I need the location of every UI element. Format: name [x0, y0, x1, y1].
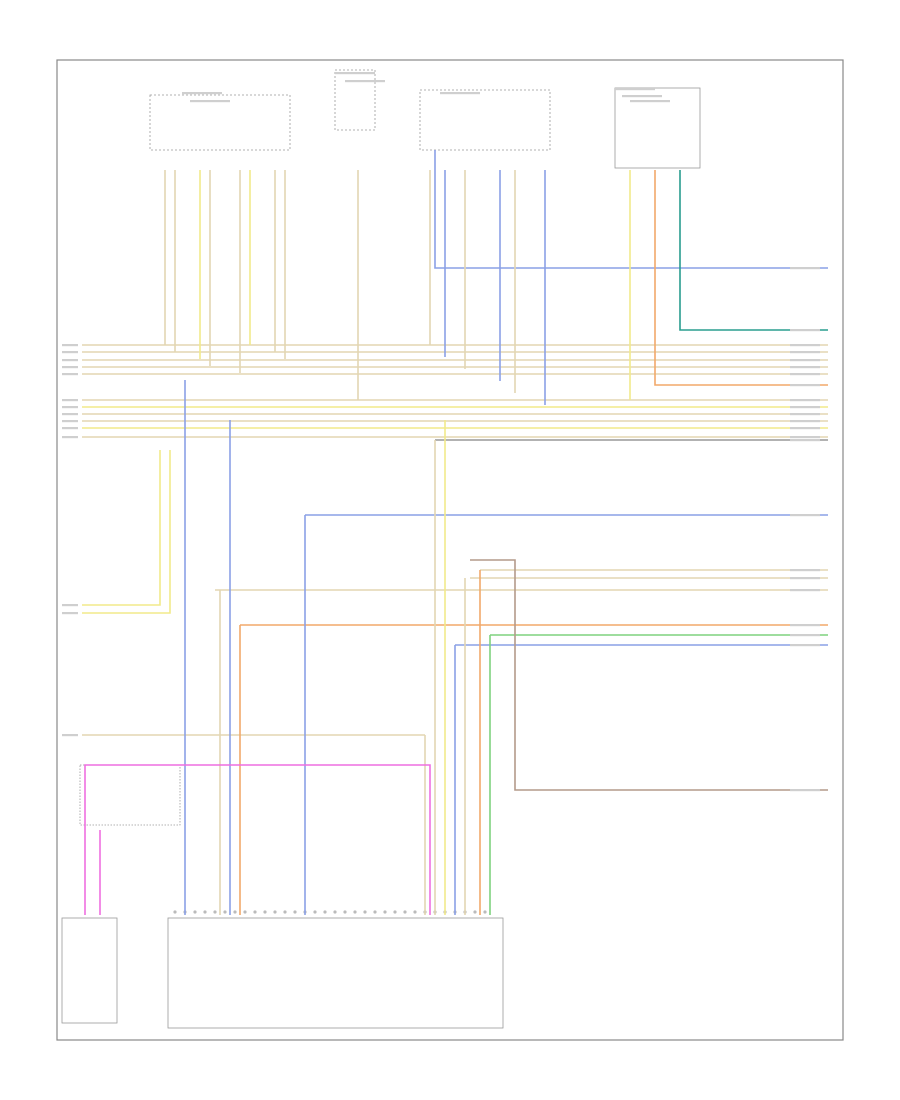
right-wire-teal: [679, 170, 828, 331]
label-placeholder: [622, 95, 662, 98]
label-placeholder: [790, 514, 820, 517]
label-placeholder: [790, 366, 820, 369]
label-placeholder: [790, 373, 820, 376]
label-placeholder: [790, 439, 820, 442]
center-right-switch-block: [419, 89, 551, 151]
connector-pin: [363, 910, 367, 914]
pink-loop: [84, 764, 431, 915]
label-placeholder: [790, 644, 820, 647]
label-placeholder: [790, 399, 820, 402]
label-placeholder: [345, 80, 385, 83]
label-placeholder: [790, 589, 820, 592]
label-placeholder: [62, 359, 78, 362]
connector-pin: [313, 910, 317, 914]
label-placeholder: [182, 92, 222, 95]
connector-pin: [243, 910, 247, 914]
connector-pin: [193, 910, 197, 914]
label-placeholder: [790, 577, 820, 580]
left-top-sensor-block: [149, 94, 291, 151]
label-placeholder: [440, 92, 480, 95]
label-placeholder: [790, 427, 820, 430]
diagram-frame: [56, 59, 844, 1041]
label-placeholder: [790, 420, 820, 423]
connector-pin: [323, 910, 327, 914]
connector-pin: [353, 910, 357, 914]
label-placeholder: [335, 72, 375, 75]
label-placeholder: [62, 366, 78, 369]
label-placeholder: [790, 329, 820, 332]
left-wire-yellow-2: [82, 450, 171, 614]
label-placeholder: [62, 436, 78, 439]
connector-pin: [403, 910, 407, 914]
connector-pin: [393, 910, 397, 914]
lower-wire-brown: [470, 559, 828, 791]
connector-pin: [293, 910, 297, 914]
wires: [82, 150, 828, 915]
label-placeholder: [790, 436, 820, 439]
label-placeholder: [790, 624, 820, 627]
label-placeholder: [62, 351, 78, 354]
connector-pin: [413, 910, 417, 914]
label-marks: [62, 72, 820, 792]
right-wire-orange-top: [654, 170, 828, 386]
label-placeholder: [62, 427, 78, 430]
connector-pin: [173, 910, 177, 914]
bottom-module-block: [167, 917, 504, 1029]
connector-pin: [343, 910, 347, 914]
left-wire-yellow-1: [82, 450, 161, 606]
connector-pin: [213, 910, 217, 914]
label-placeholder: [790, 634, 820, 637]
connector-pin: [373, 910, 377, 914]
center-sensor-block: [334, 69, 376, 131]
label-placeholder: [62, 413, 78, 416]
label-placeholder: [62, 612, 78, 615]
label-placeholder: [790, 413, 820, 416]
connector-pin: [203, 910, 207, 914]
label-placeholder: [630, 100, 670, 103]
label-placeholder: [62, 406, 78, 409]
lower-left-label-block: [79, 764, 181, 826]
label-placeholder: [790, 359, 820, 362]
connector-pin: [273, 910, 277, 914]
label-placeholder: [790, 351, 820, 354]
connector-pin: [233, 910, 237, 914]
connector-pin: [473, 910, 477, 914]
label-placeholder: [190, 100, 230, 103]
label-placeholder: [62, 734, 78, 737]
right-wire-blue-top: [434, 150, 828, 269]
lower-left-module-block: [61, 917, 118, 1024]
connector-pin: [253, 910, 257, 914]
top-modules: [149, 69, 701, 169]
label-placeholder: [790, 569, 820, 572]
label-placeholder: [62, 344, 78, 347]
label-placeholder: [790, 406, 820, 409]
connector-pin: [263, 910, 267, 914]
label-placeholder: [62, 420, 78, 423]
label-placeholder: [615, 88, 655, 91]
label-placeholder: [790, 384, 820, 387]
label-placeholder: [790, 344, 820, 347]
label-placeholder: [62, 399, 78, 402]
connector-pin: [383, 910, 387, 914]
label-placeholder: [62, 604, 78, 607]
label-placeholder: [790, 267, 820, 270]
label-placeholder: [62, 373, 78, 376]
connector-pin: [333, 910, 337, 914]
label-placeholder: [790, 789, 820, 792]
connector-pin: [483, 910, 487, 914]
connector-pin: [223, 910, 227, 914]
connector-pin: [283, 910, 287, 914]
right-module-block: [614, 87, 701, 169]
